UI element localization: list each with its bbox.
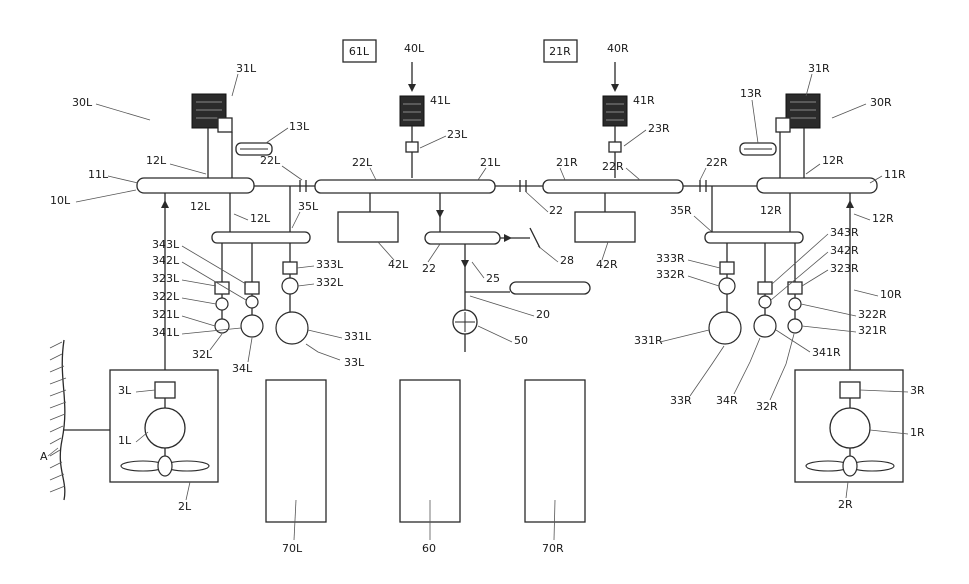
label-21r: 21R	[556, 156, 578, 169]
label-10r: 10R	[880, 288, 902, 301]
label-32r: 32R	[756, 400, 778, 413]
label-34l: 34L	[232, 362, 253, 375]
label-322r: 322R	[858, 308, 887, 321]
label-332r: 332R	[656, 268, 685, 281]
unit-41l	[400, 62, 424, 178]
pump-column-33l	[276, 262, 308, 344]
label-333r: 333R	[656, 252, 685, 265]
cooler-13r	[740, 143, 776, 155]
tank-42r	[575, 212, 635, 242]
label-35r: 35R	[670, 204, 692, 217]
label-31r: 31R	[808, 62, 830, 75]
label-22r-b: 22R	[706, 156, 728, 169]
label-331r: 331R	[634, 334, 663, 347]
label-33l: 33L	[344, 356, 365, 369]
label-343r: 343R	[830, 226, 859, 239]
label-12r-a: 12R	[760, 204, 782, 217]
label-22l-a: 22L	[260, 154, 281, 167]
label-31l: 31L	[236, 62, 257, 75]
label-70r: 70R	[542, 542, 564, 555]
label-331l: 331L	[344, 330, 372, 343]
label-3l: 3L	[118, 384, 132, 397]
label-30r: 30R	[870, 96, 892, 109]
label-332l: 332L	[316, 276, 344, 289]
label-343l: 343L	[152, 238, 180, 251]
label-10l: 10L	[50, 194, 71, 207]
label-32l: 32L	[192, 348, 213, 361]
label-20: 20	[536, 308, 550, 321]
label-22l-b: 22L	[352, 156, 373, 169]
propulsion-unit-2r	[795, 370, 903, 482]
bus-21l	[315, 180, 495, 193]
label-22r-a: 22R	[602, 160, 624, 173]
label-11r: 11R	[884, 168, 906, 181]
label-41r: 41R	[633, 94, 655, 107]
label-28: 28	[560, 254, 574, 267]
label-341l: 341L	[152, 326, 180, 339]
label-35l: 35L	[298, 200, 319, 213]
label-322l: 322L	[152, 290, 180, 303]
pump-column-33r	[709, 262, 741, 344]
label-3r: 3R	[910, 384, 925, 397]
label-23r: 23R	[648, 122, 670, 135]
label-50: 50	[514, 334, 528, 347]
header-11l	[137, 178, 254, 193]
label-box-21r-top: 21R	[544, 40, 577, 62]
header-35l	[212, 232, 310, 243]
label-40r: 40R	[607, 42, 629, 55]
label-42r: 42R	[596, 258, 618, 271]
label-21r-top: 21R	[549, 45, 571, 58]
motor-unit-31l	[192, 94, 232, 178]
label-40l: 40L	[404, 42, 425, 55]
label-12l-top: 12L	[146, 154, 167, 167]
label-22-lower: 22	[422, 262, 436, 275]
header-25	[425, 232, 500, 244]
hull-wall	[50, 340, 110, 500]
label-a: A	[40, 450, 48, 463]
label-22-center: 22	[549, 204, 563, 217]
label-321l: 321L	[152, 308, 180, 321]
label-12r-b: 12R	[872, 212, 894, 225]
label-box-61l: 61L	[343, 40, 376, 62]
header-11r	[757, 178, 877, 193]
label-21l: 21L	[480, 156, 501, 169]
label-30l: 30L	[72, 96, 93, 109]
motor-unit-31r	[776, 94, 820, 178]
label-323l: 323L	[152, 272, 180, 285]
label-12l-a: 12L	[190, 200, 211, 213]
label-1r: 1R	[910, 426, 925, 439]
label-60: 60	[422, 542, 436, 555]
label-333l: 333L	[316, 258, 344, 271]
label-34r: 34R	[716, 394, 738, 407]
label-342l: 342L	[152, 254, 180, 267]
header-35r	[705, 232, 803, 243]
label-23l: 23L	[447, 128, 468, 141]
pump-column-32l	[215, 282, 229, 333]
label-25: 25	[486, 272, 500, 285]
label-341r: 341R	[812, 346, 841, 359]
label-42l: 42L	[388, 258, 409, 271]
label-323r: 323R	[830, 262, 859, 275]
label-33r: 33R	[670, 394, 692, 407]
label-2l: 2L	[178, 500, 192, 513]
label-342r: 342R	[830, 244, 859, 257]
label-11l: 11L	[88, 168, 109, 181]
device-50	[453, 310, 477, 334]
label-321r: 321R	[858, 324, 887, 337]
label-1l: 1L	[118, 434, 132, 447]
header-20	[510, 282, 590, 294]
label-70l: 70L	[282, 542, 303, 555]
bus-21r	[543, 180, 683, 193]
label-12r-top: 12R	[822, 154, 844, 167]
label-61l: 61L	[349, 45, 370, 58]
label-12l-b: 12L	[250, 212, 271, 225]
tank-42l	[338, 212, 398, 242]
label-2r: 2R	[838, 498, 853, 511]
label-13l: 13L	[289, 120, 310, 133]
label-13r: 13R	[740, 87, 762, 100]
label-41l: 41L	[430, 94, 451, 107]
pump-column-32r	[788, 282, 802, 333]
